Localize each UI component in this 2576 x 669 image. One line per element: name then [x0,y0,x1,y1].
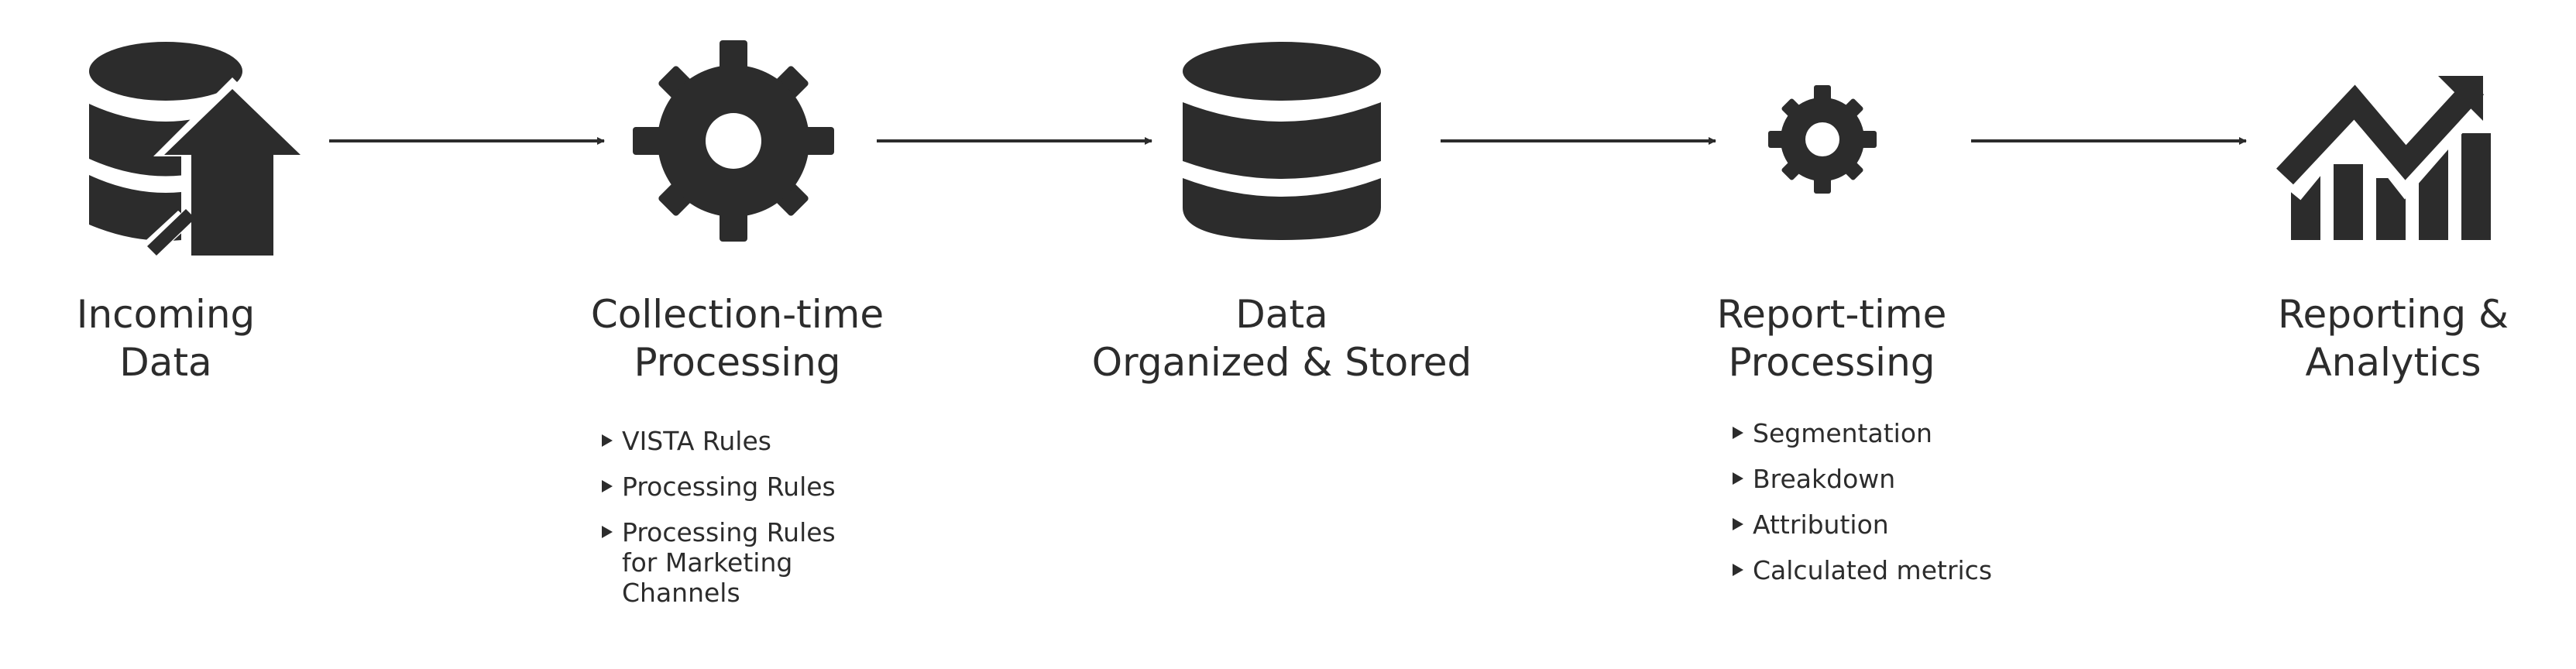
stage-title-collection: Collection-time Processing [559,290,915,386]
collection-bullet-list: VISTA Rules Processing Rules Processing … [602,426,865,623]
list-item: Processing Rules for Marketing Channels [602,517,865,608]
stage-title-line: Report-time [1716,292,1947,337]
stage-title-incoming: Incoming Data [73,290,259,386]
list-item: Breakdown [1733,464,2042,494]
list-item: VISTA Rules [602,426,865,456]
stage-title-analytics: Reporting & Analytics [2254,290,2533,386]
chart-trend-icon [2265,63,2491,240]
list-item: Attribution [1733,509,2042,540]
small-gear-icon [1768,85,1877,194]
list-item: Segmentation [1733,418,2042,448]
database-icon [1183,42,1381,240]
gear-icon [633,40,834,242]
stage-title-line: Analytics [2305,340,2482,385]
stage-title-line: Incoming [76,292,256,337]
stage-title-line: Data [119,340,212,385]
list-item: Processing Rules [602,472,865,502]
stage-title-line: Reporting & [2278,292,2509,337]
stage-title-line: Processing [634,340,841,385]
list-item: Calculated metrics [1733,555,2042,585]
stage-title-report: Report-time Processing [1685,290,1979,386]
stage-title-line: Organized & Stored [1091,340,1472,385]
stage-title-line: Processing [1728,340,1935,385]
report-bullet-list: Segmentation Breakdown Attribution Calcu… [1733,418,2042,601]
database-upload-icon [89,42,311,267]
stage-title-line: Data [1235,292,1328,337]
stage-title-line: Collection-time [590,292,884,337]
stage-title-stored: Data Organized & Stored [1069,290,1495,386]
